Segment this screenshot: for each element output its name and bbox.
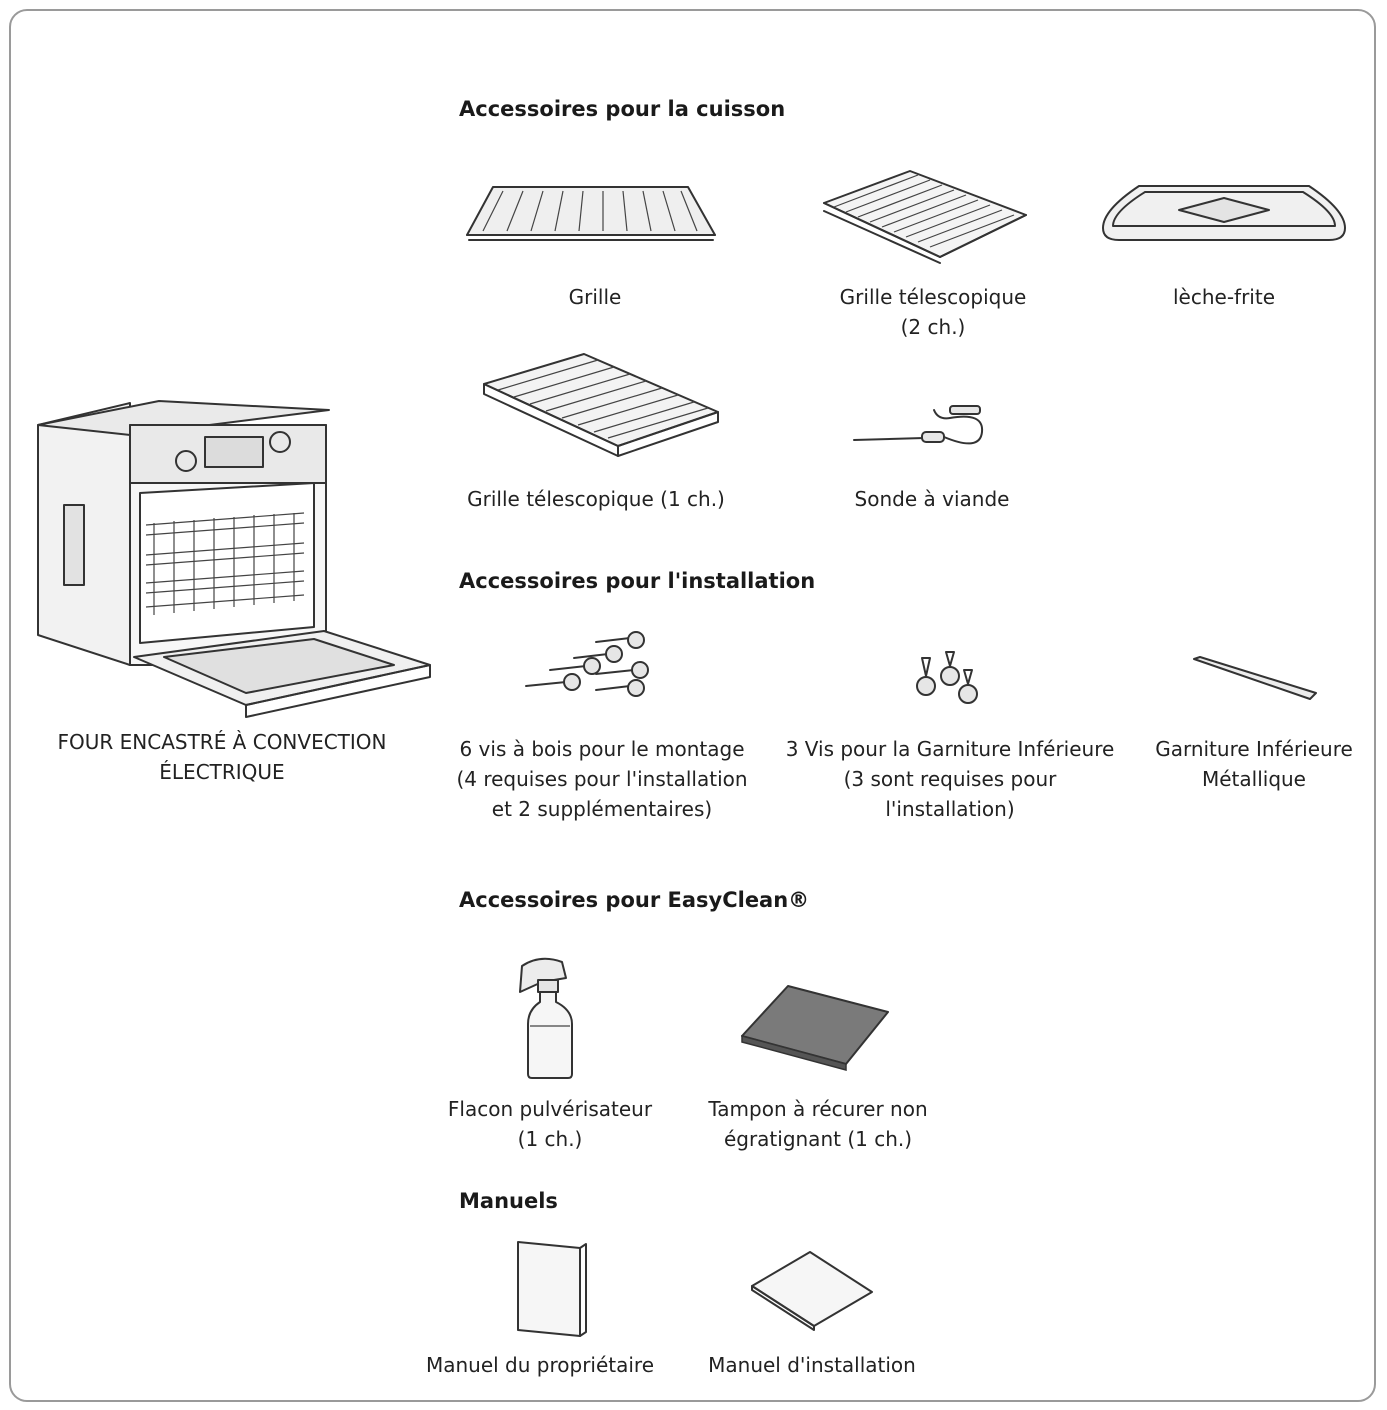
oven-caption: FOUR ENCASTRÉ À CONVECTION ÉLECTRIQUE [57, 730, 387, 784]
glide-rack-2-caption: Grille télescopique (2 ch.) [839, 285, 1027, 339]
trim-screws-caption: 3 Vis pour la Garniture Inférieure (3 so… [785, 737, 1115, 821]
oven-illustration [34, 395, 434, 725]
wood-screws-caption: 6 vis à bois pour le montage (4 requises… [456, 737, 748, 821]
installation-manual-icon [748, 1248, 876, 1331]
easyclean-accessories-heading: Accessoires pour EasyClean® [459, 888, 810, 912]
trim-screws-icon [910, 650, 986, 708]
glide-rack-1-caption: Grille télescopique (1 ch.) [467, 487, 725, 511]
page-frame [9, 9, 1376, 1402]
owners-manual-icon [514, 1238, 590, 1338]
meat-probe-caption: Sonde à viande [854, 487, 1010, 511]
metal-trim-icon [1190, 655, 1320, 703]
flat-rack-icon [463, 183, 718, 243]
spray-bottle-icon [512, 952, 578, 1080]
owners-manual-caption: Manuel du propriétaire [425, 1353, 655, 1377]
meat-probe-icon [850, 402, 992, 460]
installation-manual-caption: Manuel d'installation [708, 1353, 916, 1377]
spray-bottle-caption: Flacon pulvérisateur (1 ch.) [447, 1097, 653, 1151]
cooking-accessories-heading: Accessoires pour la cuisson [459, 97, 786, 121]
broiler-pan-icon [1099, 180, 1349, 248]
wood-screws-icon [522, 631, 662, 702]
broiler-pan-caption: lèche-frite [1172, 285, 1276, 309]
scrub-pad-icon [738, 984, 894, 1071]
installation-accessories-heading: Accessoires pour l'installation [459, 569, 816, 593]
metal-trim-caption: Garniture Inférieure Métallique [1155, 737, 1353, 791]
flat-rack-caption: Grille [568, 285, 622, 309]
manuals-heading: Manuels [459, 1189, 558, 1213]
glide-rack-1-icon [480, 350, 722, 460]
scrub-pad-caption: Tampon à récurer non égratignant (1 ch.) [708, 1097, 928, 1151]
glide-rack-2-icon [820, 165, 1030, 265]
